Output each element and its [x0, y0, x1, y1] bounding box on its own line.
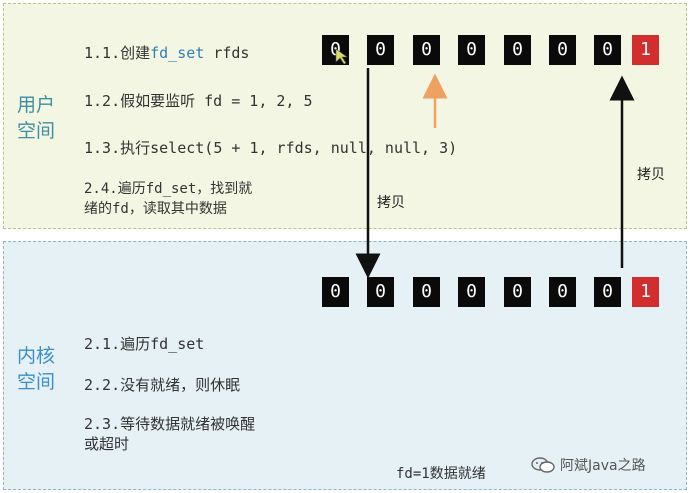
step-2-2: 2.2.没有就绪，则休眠	[84, 376, 241, 394]
step-2-1: 2.1.遍历fd_set	[84, 335, 205, 353]
step-2-4-line2: 绪的fd，读取其中数据	[84, 201, 227, 217]
watermark-text: 阿斌Java之路	[560, 458, 646, 474]
kernel-fd-bit-1: 0	[367, 277, 394, 307]
step-1-3: 1.3.执行select(5 + 1, rfds, null, null, 3)	[84, 139, 458, 157]
user-fd-bit-0: 0	[322, 35, 349, 65]
kernel-fd-bit-4: 0	[504, 277, 531, 307]
user-space-label-line1: 用户	[17, 94, 56, 116]
kernel-fd-bit-2: 0	[413, 277, 440, 307]
kernel-fd-bit-3: 0	[458, 277, 485, 307]
footnote: fd=1数据就绪	[396, 466, 486, 482]
kernel-space-label-line1: 内核	[17, 345, 56, 367]
step-2-4: 2.4.遍历fd_set，找到就 绪的fd，读取其中数据	[84, 179, 252, 219]
copy-up-label: 拷贝	[637, 167, 665, 183]
step-1-1-highlight: fd_set	[150, 44, 205, 62]
step-2-3-line2: 或超时	[84, 435, 130, 453]
user-fd-bit-3: 0	[458, 35, 485, 65]
kernel-fd-bit-6: 0	[594, 277, 621, 307]
user-fd-bit-4: 0	[504, 35, 531, 65]
user-fd-bit-2: 0	[413, 35, 440, 65]
kernel-fd-bit-5: 0	[549, 277, 576, 307]
user-fd-bit-5: 0	[549, 35, 576, 65]
user-fd-bit-6: 0	[594, 35, 621, 65]
kernel-fd-bit-7: 1	[632, 277, 659, 307]
step-1-1-suffix: rfds	[204, 44, 250, 62]
kernel-fd-bit-0: 0	[322, 277, 349, 307]
user-space-label-line2: 空间	[17, 120, 56, 142]
step-2-4-line1: 2.4.遍历fd_set，找到就	[84, 181, 253, 197]
kernel-space-label-line2: 空间	[17, 371, 56, 393]
step-1-2: 1.2.假如要监听 fd = 1, 2, 5	[84, 92, 313, 110]
kernel-space-label: 内核 空间	[17, 343, 63, 395]
user-space-label: 用户 空间	[17, 92, 63, 144]
copy-down-label: 拷贝	[377, 195, 405, 211]
step-1-1-prefix: 1.1.创建	[84, 44, 151, 62]
watermark: 阿斌Java之路	[530, 455, 646, 475]
step-2-3: 2.3.等待数据就绪被唤醒 或超时	[84, 414, 255, 454]
user-fd-bit-1: 0	[367, 35, 394, 65]
step-2-3-line1: 2.3.等待数据就绪被唤醒	[84, 415, 256, 433]
wechat-icon	[531, 457, 555, 473]
user-fd-bit-7: 1	[632, 35, 659, 65]
step-1-1: 1.1.创建fd_set rfds	[84, 43, 249, 63]
